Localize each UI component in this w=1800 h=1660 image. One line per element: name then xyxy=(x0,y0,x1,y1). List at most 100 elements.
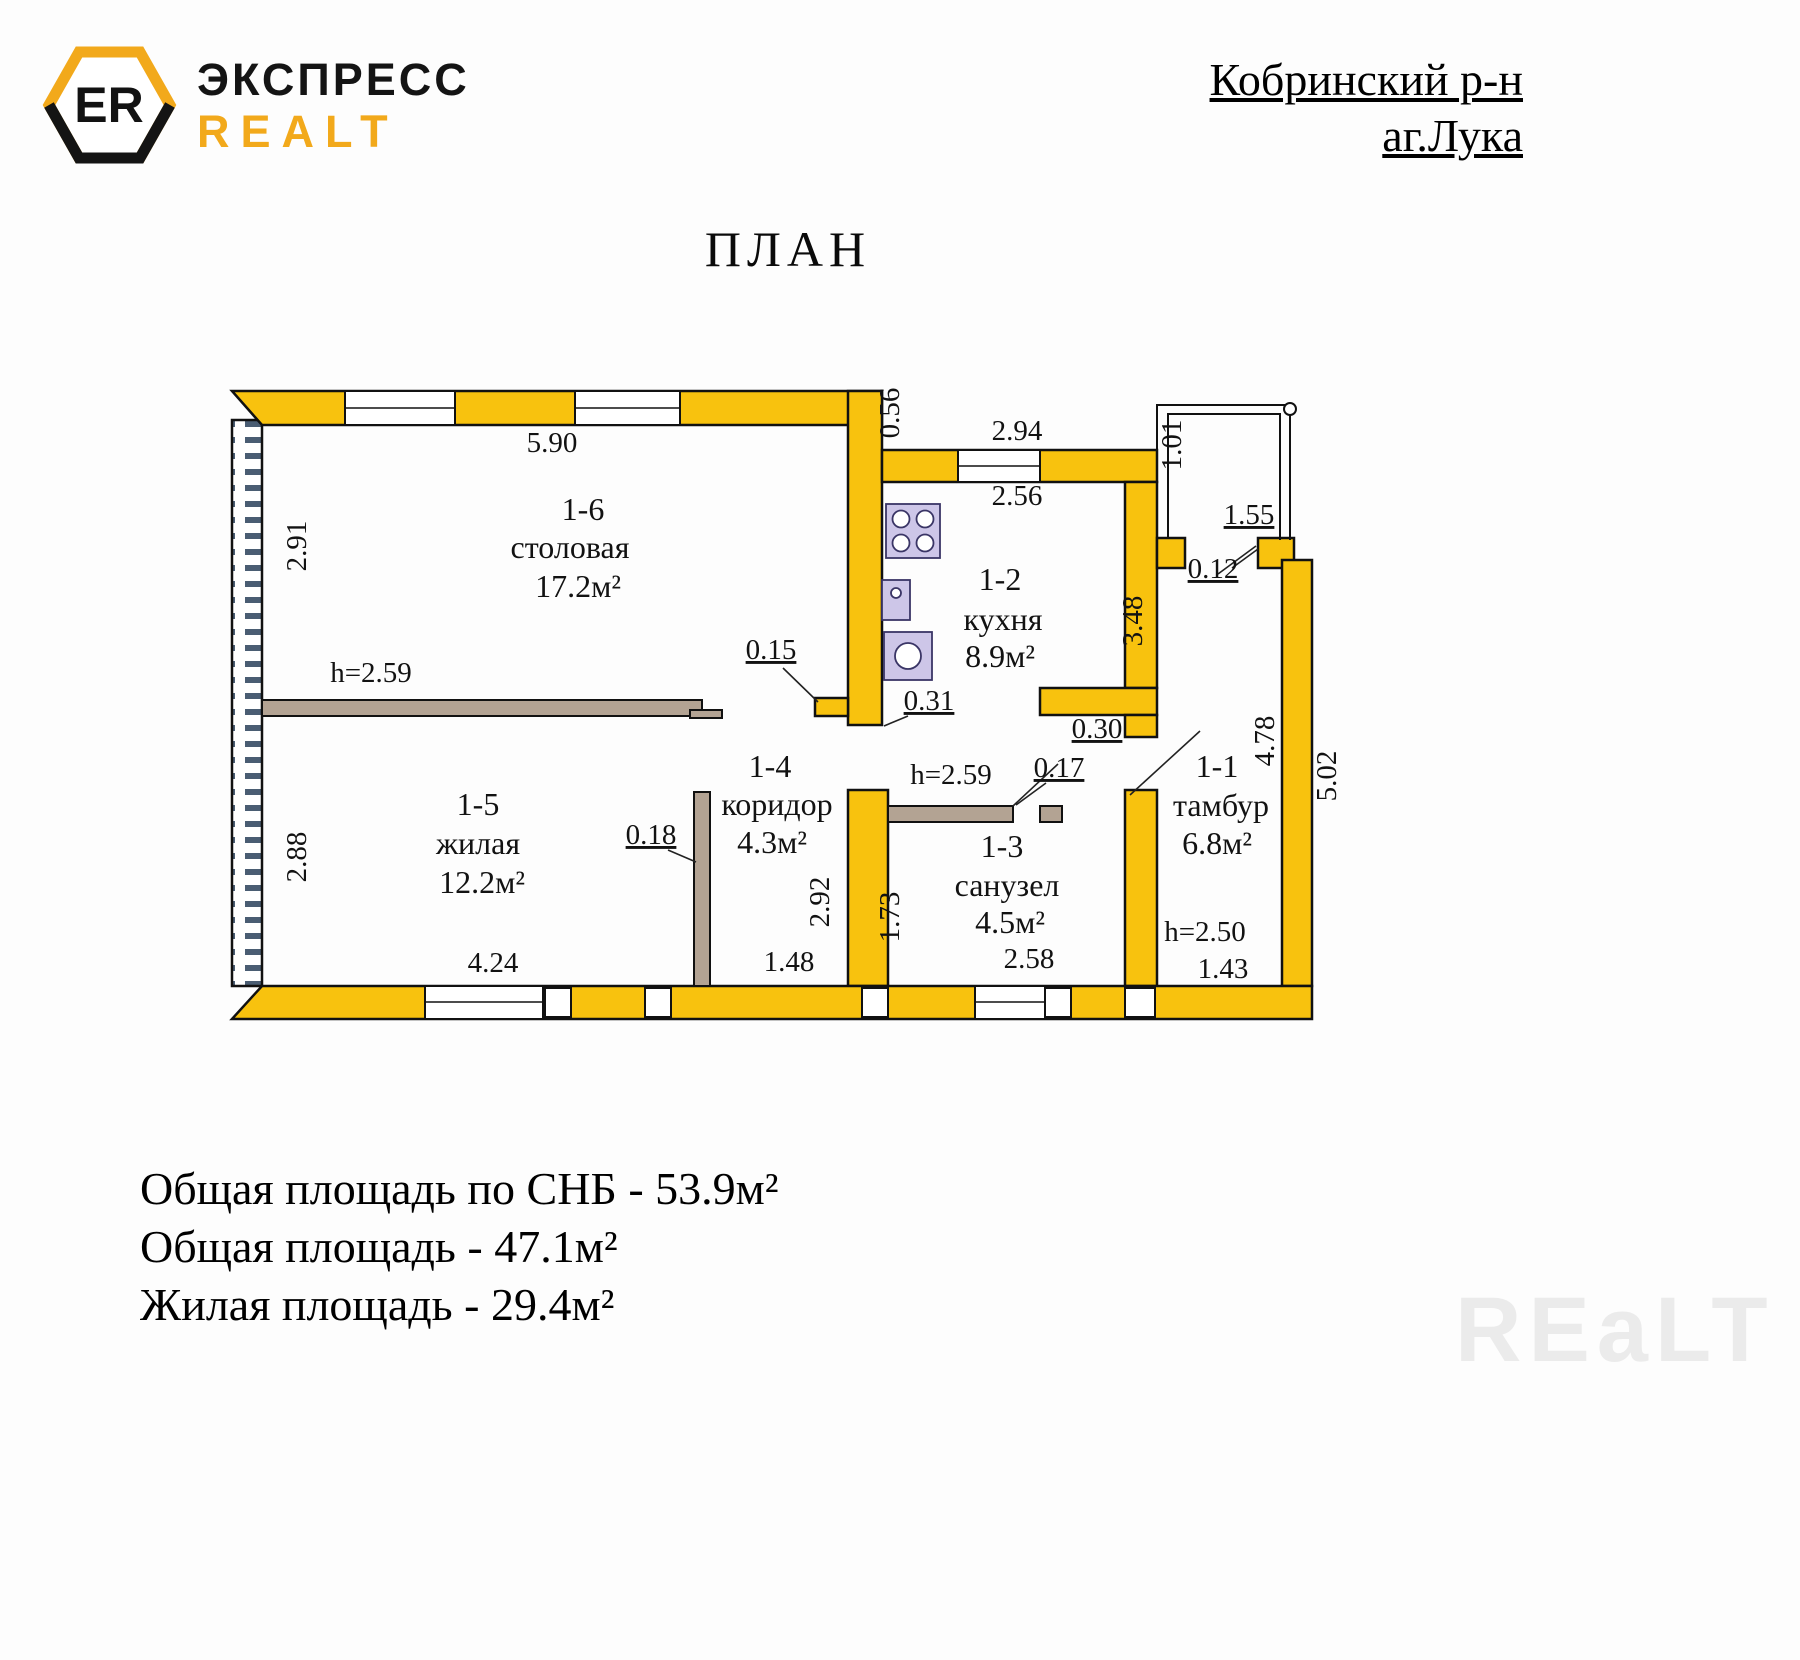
room-area-bathroom: 4.5м² xyxy=(975,904,1045,940)
leader-031 xyxy=(883,715,909,727)
dim-side-depth: 5.02 xyxy=(1311,751,1343,802)
sink-bowl-icon xyxy=(894,642,922,670)
room-area-vestibule: 6.8м² xyxy=(1182,825,1252,861)
right-outer-wall xyxy=(1280,558,1314,988)
total-area-line: Общая площадь - 47.1м² xyxy=(140,1221,618,1272)
brand-monogram: ER xyxy=(74,77,143,133)
burner-icon xyxy=(891,533,911,553)
room-id-vestibule: 1-1 xyxy=(1196,748,1239,784)
dim-kitchen-outer-width: 2.94 xyxy=(992,415,1043,447)
door-hinge-dot xyxy=(1283,402,1297,416)
partition-step xyxy=(689,709,723,719)
room-name-bathroom: санузел xyxy=(955,867,1060,903)
plan-title: ПЛАН xyxy=(704,221,872,277)
dim-tambur-height: h=2.50 xyxy=(1164,916,1246,948)
wall-post xyxy=(861,987,889,1018)
door-stub-wall xyxy=(813,696,850,718)
leader-017 xyxy=(1015,782,1047,806)
dim-kitchen-depth: 3.48 xyxy=(1117,596,1149,647)
dim-sanuzel-depth: 1.73 xyxy=(874,892,906,943)
door-swings-and-leaders xyxy=(667,545,1259,863)
sanuzel-top-partition xyxy=(887,805,1014,823)
living-area-line: Жилая площадь - 29.4м² xyxy=(140,1279,615,1330)
room-id-kitchen: 1-2 xyxy=(979,561,1022,597)
room-name-vestibule: тамбур xyxy=(1173,787,1269,823)
room-name-living: жилая xyxy=(435,825,520,861)
dim-tambur-width: 1.43 xyxy=(1198,953,1249,985)
kitchen-bottom-wall xyxy=(1038,686,1159,717)
room-name-hall: коридор xyxy=(721,786,832,822)
dining-living-partition xyxy=(261,699,703,717)
room-id-dining: 1-6 xyxy=(562,491,605,527)
left-log-wall xyxy=(230,418,264,988)
leader-018 xyxy=(667,849,697,863)
dim-kitchen-inner-width: 2.56 xyxy=(992,480,1043,512)
dim-wall-031: 0.31 xyxy=(904,685,955,717)
room-area-dining: 17.2м² xyxy=(535,568,621,604)
porch-outline xyxy=(1156,402,1297,540)
dim-porch-width: 1.55 xyxy=(1224,499,1275,531)
burner-icon xyxy=(915,533,935,553)
dim-partition-018: 0.18 xyxy=(626,819,677,851)
porch-door-swing xyxy=(1217,545,1257,575)
location-block: Кобринский р-н аг.Лука xyxy=(1210,52,1523,164)
area-summary: Общая площадь по СНБ - 53.9м² Общая площ… xyxy=(140,1160,779,1334)
brand-logo: ER ЭКСПРЕСС REALT xyxy=(42,38,470,173)
dim-kitchen-wall-030: 0.30 xyxy=(1072,713,1123,745)
dim-stolovaya-depth: 2.91 xyxy=(281,521,313,572)
brand-name: ЭКСПРЕСС REALT xyxy=(197,54,470,158)
room-area-hall: 4.3м² xyxy=(737,824,807,860)
room-area-living: 12.2м² xyxy=(439,864,525,900)
room-labels: 1-6 столовая 17.2м² 1-2 кухня 8.9м² 1-5 … xyxy=(435,491,1269,940)
tambur-left-wall-stub xyxy=(1123,713,1159,739)
sanuzel-partition-stub xyxy=(1039,805,1063,823)
dim-stolovaya-width: 5.90 xyxy=(527,427,578,459)
interior-partitions xyxy=(261,699,1063,987)
dim-wall-017: 0.17 xyxy=(1034,752,1085,784)
room-area-kitchen: 8.9м² xyxy=(965,638,1035,674)
top-wall xyxy=(229,389,884,427)
room-id-living: 1-5 xyxy=(457,786,500,822)
brand-name-line2: REALT xyxy=(197,105,399,157)
koridor-sanuzel-wall xyxy=(846,788,890,988)
dim-porch-depth: 1.01 xyxy=(1156,420,1188,471)
counter-icon xyxy=(881,579,911,621)
dim-zhilaya-depth: 2.88 xyxy=(281,832,313,883)
watermark-realt: REaLT xyxy=(1455,1279,1775,1381)
location-town: аг.Лука xyxy=(1382,110,1523,161)
location-district: Кобринский р-н xyxy=(1209,54,1523,105)
leader-012 xyxy=(1231,548,1259,569)
room-id-hall: 1-4 xyxy=(749,748,792,784)
porch-stub-left xyxy=(1155,536,1187,570)
dim-tambur-depth: 4.78 xyxy=(1249,716,1281,767)
dim-stolovaya-height: h=2.59 xyxy=(330,657,412,689)
sanuzel-door-swing xyxy=(1012,763,1059,807)
brand-name-line1: ЭКСПРЕСС xyxy=(197,53,470,105)
wall-post xyxy=(644,987,672,1018)
tambur-door-swing xyxy=(1129,730,1201,796)
dim-koridor-height: h=2.59 xyxy=(910,759,992,791)
total-area-snb-line: Общая площадь по СНБ - 53.9м² xyxy=(140,1163,779,1214)
living-koridor-partition xyxy=(693,791,711,987)
dim-koridor-width: 1.48 xyxy=(764,946,815,978)
dim-porch-wall: 0.12 xyxy=(1188,553,1239,585)
burner-icon xyxy=(891,509,911,529)
stove-icon xyxy=(885,503,941,559)
room-name-dining: столовая xyxy=(511,529,630,565)
dim-koridor-depth: 2.92 xyxy=(804,877,836,928)
dim-zhilaya-width: 4.24 xyxy=(468,947,519,979)
dimension-labels: 5.90 2.94 2.56 1.55 0.12 h=2.59 0.15 0.3… xyxy=(281,388,1343,985)
counter-detail xyxy=(890,587,902,599)
wall-post xyxy=(544,987,572,1018)
tambur-left-wall xyxy=(1123,788,1159,988)
fixture-details xyxy=(890,509,935,670)
kitchen-right-wall xyxy=(1123,480,1159,690)
hexagon-logo-icon: ER xyxy=(42,46,177,164)
dining-kitchen-wall xyxy=(846,389,884,727)
leader-015 xyxy=(782,667,819,703)
wall-post xyxy=(1124,987,1156,1018)
window-glazing-lines xyxy=(345,407,1045,1003)
burner-icon xyxy=(915,509,935,529)
